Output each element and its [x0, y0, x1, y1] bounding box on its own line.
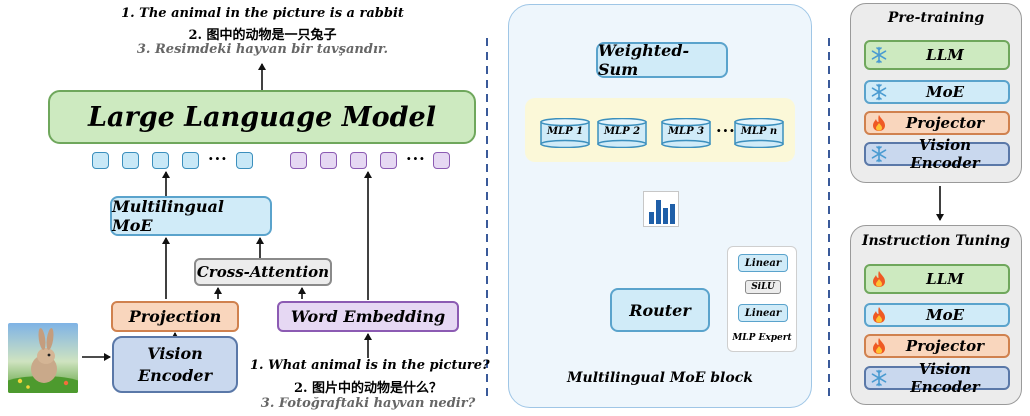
- linear-layer-2: Linear: [738, 304, 788, 322]
- moe-block-caption: Multilingual MoE block: [567, 370, 753, 386]
- vision-encoder-box: Vision Encoder: [112, 336, 238, 393]
- visual-token: [152, 152, 169, 169]
- text-token: [350, 152, 367, 169]
- fire-icon: [866, 337, 892, 355]
- output-line-1: 1. The animal in the picture is a rabbit: [121, 6, 404, 21]
- instruction-row-vision-encoder: Vision Encoder: [864, 360, 1010, 396]
- question-line-2: 2. 图片中的动物是什么？: [293, 381, 443, 396]
- expert-label: MLP 3: [667, 126, 705, 137]
- instruction-row-llm: LLM: [864, 264, 1010, 294]
- token-ellipsis: ···: [208, 149, 228, 168]
- text-token: [290, 152, 307, 169]
- pretraining-row-moe: MoE: [864, 80, 1010, 104]
- rabbit-image: [8, 323, 78, 393]
- instruction-row-moe: MoE: [864, 303, 1010, 327]
- visual-token: [236, 152, 253, 169]
- llm-box: Large Language Model: [48, 90, 476, 144]
- text-token: [433, 152, 450, 169]
- row-label: Vision Encoder: [910, 360, 980, 396]
- pretraining-row-llm: LLM: [864, 40, 1010, 70]
- router-box: Router: [610, 288, 710, 332]
- expert-mlp-1: MLP 1: [540, 118, 590, 148]
- visual-token: [182, 152, 199, 169]
- multilingual-moe-box: Multilingual MoE: [110, 196, 272, 236]
- expert-label: MLP 1: [546, 126, 584, 137]
- row-label: Projector: [905, 337, 985, 355]
- text-token: [380, 152, 397, 169]
- silu-layer: SiLU: [745, 280, 781, 294]
- fire-icon: [866, 270, 892, 288]
- text-token: [320, 152, 337, 169]
- snowflake-icon: [866, 369, 892, 387]
- question-line-3: 3. Fotoğraftaki hayvan nedir?: [260, 396, 476, 411]
- fire-icon: [866, 306, 892, 324]
- question-line-1: 1. What animal is in the picture?: [250, 358, 490, 373]
- row-label: Vision Encoder: [910, 136, 980, 172]
- row-label: Projector: [905, 114, 985, 132]
- projection-box: Projection: [111, 301, 239, 332]
- mlp-expert-caption: MLP Expert: [732, 333, 792, 343]
- expert-mlp-3: MLP 3: [661, 118, 711, 148]
- instruction-tuning-title: Instruction Tuning: [861, 233, 1011, 249]
- snowflake-icon: [866, 145, 892, 163]
- gating-distribution: [643, 191, 679, 227]
- expert-label: MLP n: [740, 126, 778, 137]
- instruction-row-projector: Projector: [864, 334, 1010, 358]
- visual-token: [122, 152, 139, 169]
- snowflake-icon: [866, 46, 892, 64]
- weighted-sum-box: Weighted-Sum: [596, 41, 728, 79]
- expert-mlp-2: MLP 2: [597, 118, 647, 148]
- word-embedding-box: Word Embedding: [277, 301, 459, 332]
- token-ellipsis: ···: [406, 149, 426, 168]
- row-label: MoE: [925, 83, 965, 101]
- linear-layer-1: Linear: [738, 254, 788, 272]
- row-label: LLM: [926, 270, 964, 288]
- bar-chart-icon: [649, 200, 675, 224]
- pretraining-title: Pre-training: [887, 10, 985, 26]
- output-line-2: 2. 图中的动物是一只兔子: [188, 28, 337, 43]
- row-label: MoE: [925, 306, 965, 324]
- expert-mlp-n: MLP n: [734, 118, 784, 148]
- expert-ellipsis: ···: [716, 121, 736, 140]
- cross-attention-box: Cross-Attention: [194, 258, 332, 286]
- output-line-3: 3. Resimdeki hayvan bir tavşandır.: [136, 42, 389, 57]
- pretraining-row-projector: Projector: [864, 111, 1010, 135]
- expert-label: MLP 2: [603, 126, 641, 137]
- fire-icon: [866, 114, 892, 132]
- pretraining-row-vision-encoder: Vision Encoder: [864, 136, 1010, 172]
- snowflake-icon: [866, 83, 892, 101]
- visual-token: [92, 152, 109, 169]
- row-label: LLM: [926, 46, 964, 64]
